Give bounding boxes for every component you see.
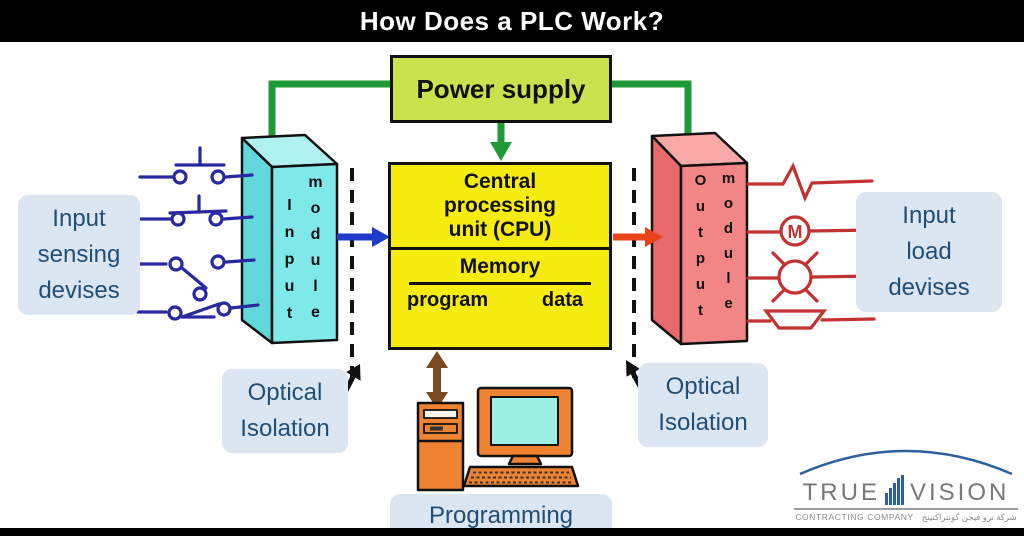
output-module-word1: Output <box>692 172 709 328</box>
output-symbol-heater <box>746 162 874 203</box>
label-line: Optical <box>665 373 741 400</box>
power-arrow-right-line <box>612 80 692 142</box>
input-symbol-pushbutton-no <box>138 146 254 185</box>
programming-device-computer <box>416 386 580 492</box>
input-symbols <box>136 146 260 321</box>
cpu-title-line: unit (CPU) <box>448 218 552 242</box>
label-line: Isolation <box>240 415 330 442</box>
logo-subtitle-en: CONTRACTING COMPANY <box>795 512 914 522</box>
power-supply-block: Power supply <box>390 55 612 123</box>
cpu-title-line: processing <box>443 193 557 217</box>
arrowhead-right-icon <box>372 227 390 247</box>
logo-subtitle-ar: شركة ترو فيجن كونتراكتينج <box>921 512 1017 522</box>
memory-label: Memory <box>459 255 541 278</box>
label-line: load <box>906 238 952 265</box>
page-title: How Does a PLC Work? <box>359 5 665 36</box>
input-module-front-face <box>270 162 339 345</box>
data-label: data <box>541 289 583 311</box>
input-symbol-limit-switch <box>136 301 260 321</box>
logo-word-vision: VISION <box>909 479 1010 506</box>
label-line: Optical <box>247 379 323 406</box>
label-line: Input <box>902 202 956 229</box>
input-load-label: Input load devises <box>856 192 1002 312</box>
input-module-box <box>240 133 339 345</box>
arrowhead-right-icon <box>645 227 663 247</box>
arrowhead-down-icon <box>490 142 512 161</box>
power-supply-label: Power supply <box>416 73 586 104</box>
cpu-title: Central processing unit (CPU) <box>391 165 609 250</box>
input-symbol-pushbutton-nc <box>136 194 254 227</box>
cpu-memory-section: Memory program data <box>391 250 609 312</box>
monitor-stand <box>507 454 543 466</box>
cpu-to-output-arrow <box>613 227 663 247</box>
memory-underline <box>409 282 591 285</box>
label-line: Input <box>52 205 106 232</box>
motor-letter: M <box>788 222 803 242</box>
label-line: Isolation <box>658 409 748 436</box>
label-line: devises <box>888 274 970 301</box>
cpu-programming-device-arrow <box>426 351 448 409</box>
title-bar: How Does a PLC Work? <box>0 0 1024 42</box>
input-module-word2: module <box>307 174 324 330</box>
program-label: program <box>407 289 489 311</box>
monitor-screen <box>490 396 559 446</box>
arrowhead-down-icon <box>426 392 448 409</box>
optical-isolation-label-left: Optical Isolation <box>222 369 348 453</box>
tower-button <box>430 426 443 431</box>
logo-word-true: TRUE <box>802 479 880 506</box>
arrowhead-icon <box>346 364 361 381</box>
true-vision-logo: TRUE VISION CONTRACTING COMPANY شركة ترو… <box>792 440 1020 523</box>
input-to-cpu-arrow <box>337 227 390 247</box>
logo-arc-icon <box>799 449 1013 476</box>
output-module-box <box>650 131 749 346</box>
cpu-block: Central processing unit (CPU) Memory pro… <box>388 162 612 350</box>
logo-divider <box>794 508 1018 510</box>
cpu-title-line: Central <box>463 169 537 193</box>
input-module-side-face <box>240 136 274 345</box>
power-arrow-left-line <box>268 80 390 142</box>
output-module-word2: module <box>720 170 737 320</box>
input-module-word1: Input <box>281 197 298 332</box>
label-line: devises <box>38 277 120 304</box>
output-symbol-solenoid <box>746 309 876 330</box>
bottom-bar <box>0 528 1024 536</box>
arrowhead-up-icon <box>426 351 448 368</box>
label-line: Programming Device <box>428 502 574 529</box>
input-sensing-label: Input sensing devises <box>18 195 140 315</box>
logo-building-bars-icon <box>884 475 904 505</box>
optical-isolation-label-right: Optical Isolation <box>638 363 768 447</box>
arrowhead-icon <box>626 360 640 377</box>
output-module-front-face <box>679 161 749 346</box>
tower-drive-slot <box>423 409 458 419</box>
input-symbol-selector-switch <box>138 254 256 302</box>
label-line: sensing <box>37 241 121 268</box>
